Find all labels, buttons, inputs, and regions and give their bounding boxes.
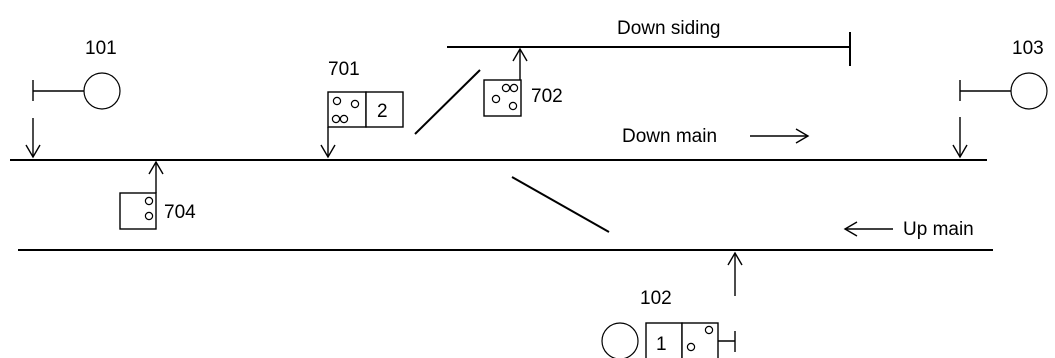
- shunt-signal-704-label: 704: [164, 202, 196, 223]
- signal-101: 101: [25, 38, 121, 159]
- down-siding-label: Down siding: [617, 18, 721, 39]
- crossover: [511, 176, 610, 233]
- shunt-702-lamp-middle-icon: [491, 94, 501, 104]
- signal-102-lamp-bottom-icon: [686, 342, 696, 352]
- shunt-signal-702-direction-arrow-icon: [512, 47, 528, 80]
- signal-102: 102 1: [601, 251, 743, 358]
- route-indicator-701: [365, 91, 404, 128]
- shunt-signal-702: 702: [483, 47, 563, 117]
- shunt-signal-701: 701 2: [320, 59, 404, 159]
- shunt-702-lamp-top-right-icon: [509, 83, 519, 93]
- signal-103-head-icon: [1010, 72, 1048, 110]
- shunt-704-lamp-top-icon: [144, 196, 154, 206]
- route-indicator-102-value: 1: [656, 334, 667, 355]
- shunt-702-lamp-bottom-icon: [508, 101, 518, 111]
- signal-103-label: 103: [1012, 38, 1044, 59]
- shunt-signal-701-label: 701: [328, 59, 360, 80]
- signal-101-direction-arrow-icon: [25, 118, 41, 159]
- signal-101-label: 101: [85, 38, 117, 59]
- shunt-701-lamp-bottom-left-icon: [331, 114, 341, 124]
- shunt-702-lamp-top-left-icon: [501, 83, 511, 93]
- shunt-signal-704-direction-arrow-icon: [148, 160, 164, 193]
- down-main-label: Down main: [622, 126, 717, 147]
- shunt-701-lamp-right-icon: [350, 99, 360, 109]
- up-main-label: Up main: [903, 219, 974, 240]
- signal-103: 103: [952, 38, 1048, 159]
- signal-102-head-icon: [601, 322, 639, 358]
- up-direction-arrow-icon: [843, 221, 893, 237]
- down-direction-arrow-icon: [750, 128, 810, 144]
- signal-102-lamp-top-icon: [704, 325, 714, 335]
- signal-102-direction-arrow-icon: [727, 251, 743, 296]
- shunt-signal-701-direction-arrow-icon: [320, 127, 336, 159]
- route-indicator-102: [645, 322, 683, 358]
- signal-103-direction-arrow-icon: [952, 117, 968, 159]
- shunt-701-lamp-bottom-right-icon: [339, 114, 349, 124]
- shunt-signal-702-label: 702: [531, 86, 563, 107]
- shunt-signal-704: 704: [119, 160, 196, 230]
- signal-102-label: 102: [640, 288, 672, 309]
- shunt-704-lamp-bottom-icon: [144, 211, 154, 221]
- route-indicator-701-value: 2: [377, 101, 388, 122]
- siding-connection: [414, 69, 481, 135]
- signal-101-head-icon: [83, 72, 121, 110]
- shunt-701-lamp-top-left-icon: [332, 96, 342, 106]
- track-layout: [10, 32, 993, 251]
